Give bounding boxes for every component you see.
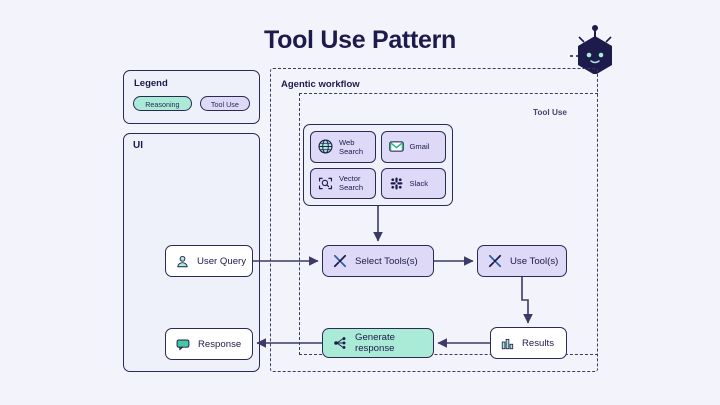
tool-label-slack: Slack [409,178,429,188]
agentic-workflow-panel [270,68,598,372]
node-label: Response [198,338,242,350]
legend-panel: Legend Reasoning Tool Use [123,70,260,124]
tool-card-gmail[interactable]: Gmail [380,131,446,163]
legend-item-tool-use: Tool Use [199,96,250,111]
tools-group: Web Search Gmail Vector Search [303,124,453,206]
tool-card-vector-search[interactable]: Vector Search [310,167,376,199]
node-use-tools[interactable]: Use Tool(s) [477,245,567,277]
node-label: User Query [197,255,247,267]
tools-icon [333,254,347,268]
tool-label-line2: Search [339,146,364,156]
tool-label-line2: Search [339,183,364,193]
tool-label-gmail: Gmail [409,142,430,152]
user-icon [177,255,188,267]
bar-chart-icon [501,338,514,349]
tool-use-zone [299,93,598,355]
tools-icon [488,254,502,268]
speech-bubble-icon [176,339,190,351]
globe-icon [318,139,333,154]
node-label: Generate response [355,332,396,354]
page-title: Tool Use Pattern [264,26,456,54]
node-results[interactable]: Results [490,327,567,359]
tool-label-line1: Web [339,137,355,147]
node-label: Use Tool(s) [510,255,559,267]
node-select-tools[interactable]: Select Tools(s) [322,245,434,277]
legend-title: Legend [134,78,168,89]
node-generate-response[interactable]: Generate response [322,328,434,358]
agentic-workflow-label: Agentic workflow [281,79,360,90]
slack-icon [390,177,402,190]
vector-search-icon [318,177,333,189]
ui-panel-label: UI [133,140,143,151]
tool-card-slack[interactable]: Slack [380,167,446,199]
tool-card-web-search[interactable]: Web Search [310,131,376,163]
robot-hexagon-logo [570,18,620,75]
tool-label-line1: Vector [339,174,361,184]
gmail-icon [388,141,404,152]
node-label: Select Tools(s) [355,255,418,267]
node-user-query[interactable]: User Query [165,245,253,277]
node-response[interactable]: Response [165,328,253,360]
legend-item-reasoning: Reasoning [133,96,192,111]
node-label: Results [522,337,554,349]
node-graph-icon [334,337,346,349]
tool-use-zone-label: Tool Use [533,108,567,117]
